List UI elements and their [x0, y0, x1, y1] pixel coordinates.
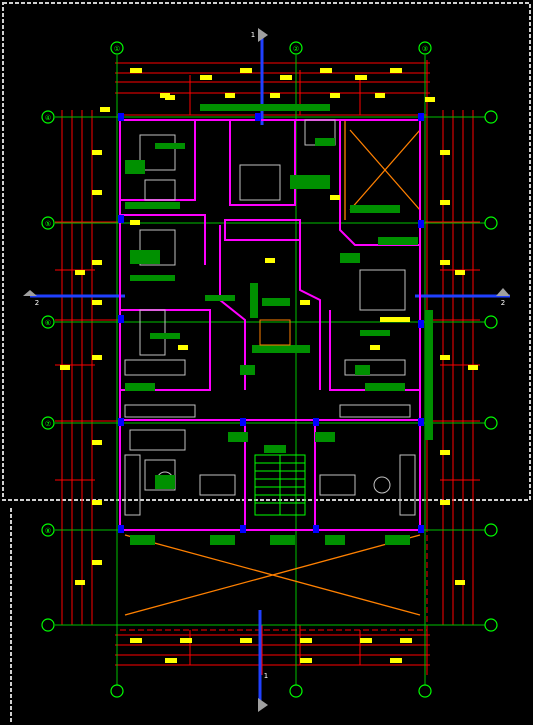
furniture — [124, 119, 416, 516]
grid-bubble-label: ⑥ — [45, 319, 51, 327]
section-mark-labels: 1 1 2 2 — [35, 31, 505, 680]
section-mark-label: 2 — [501, 299, 505, 307]
section-mark-label: 1 — [264, 672, 268, 680]
stair — [254, 454, 306, 516]
columns — [118, 113, 424, 533]
room-tags — [125, 104, 433, 545]
grid-bubble-label: ④ — [45, 114, 51, 122]
grid-bubble-label: ② — [293, 45, 299, 53]
grid-bubble-label: ⑧ — [45, 527, 51, 535]
section-lines — [30, 35, 510, 705]
grid-bubble-labels: ① ② ③ ④ ⑤ ⑥ ⑦ ⑧ — [45, 45, 428, 535]
grid-bubble-label: ⑤ — [45, 220, 51, 228]
grid-bubble-label: ⑦ — [45, 420, 51, 428]
grid-bubbles — [41, 41, 498, 698]
grid-bubble-label: ③ — [422, 45, 428, 53]
section-markers — [23, 28, 510, 712]
dimension-lines — [55, 60, 480, 675]
section-mark-label: 1 — [251, 31, 255, 39]
grid-bubble-label: ① — [114, 45, 120, 53]
section-mark-label: 2 — [35, 299, 39, 307]
dimension-tags — [60, 68, 478, 663]
